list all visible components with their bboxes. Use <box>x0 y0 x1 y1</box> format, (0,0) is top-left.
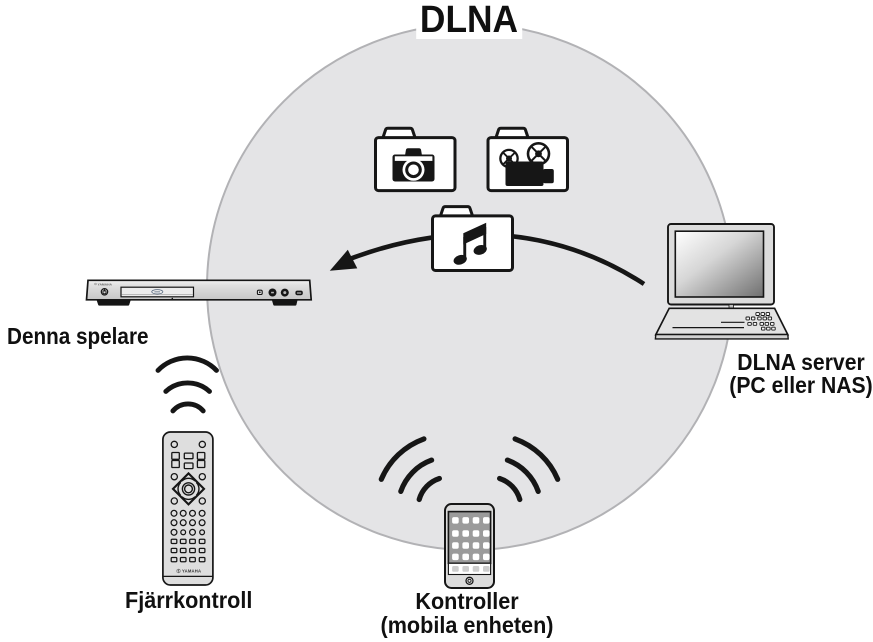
svg-text:Ⓢ YAMAHA: Ⓢ YAMAHA <box>176 568 201 575</box>
svg-text:YAMAHA: YAMAHA <box>98 282 113 286</box>
